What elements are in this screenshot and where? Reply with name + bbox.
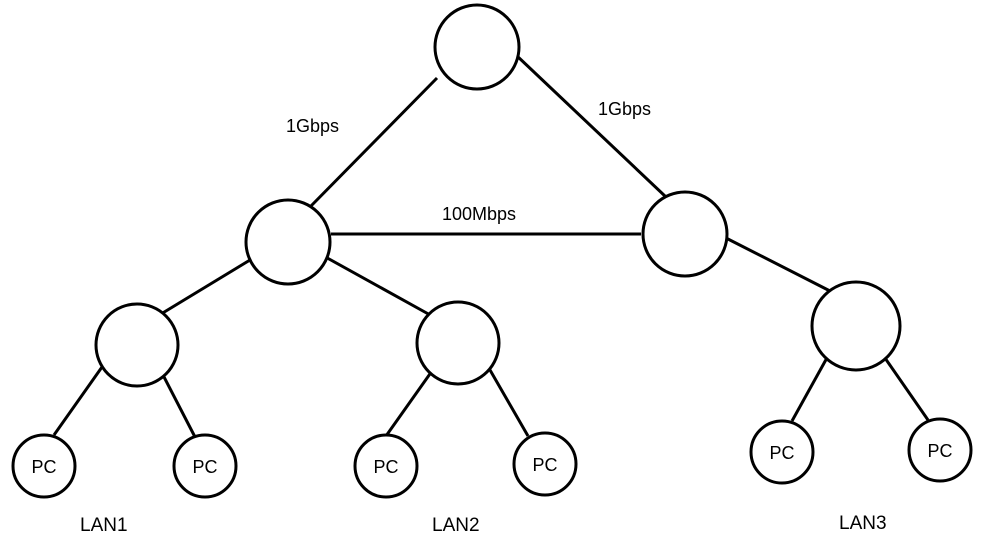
pc-label: PC [927, 441, 952, 461]
link-speed-top-right: 1Gbps [598, 99, 651, 119]
edge-lan3-switch-to-pc5 [790, 355, 830, 422]
edge-lan2-switch-to-pc3 [384, 370, 434, 437]
edge-left-to-lan1-switch [160, 258, 251, 316]
edge-lan3-switch-to-pc6 [883, 357, 930, 421]
pc-label: PC [373, 457, 398, 477]
pc-node: PC [907, 417, 973, 483]
pc-label: PC [532, 455, 557, 475]
pc-label: PC [192, 457, 217, 477]
nodes [94, 3, 902, 388]
lan2-label: LAN2 [432, 515, 480, 536]
pc-node: PC [353, 433, 419, 499]
edge-lan1-switch-to-pc2 [161, 374, 197, 438]
pc-node: PC [749, 419, 815, 485]
lan3-switch-node [810, 280, 902, 372]
pc-label: PC [31, 457, 56, 477]
edge-top-to-right [514, 53, 668, 199]
right-router-node [641, 190, 729, 278]
pc-nodes: PC PC PC PC PC PC [11, 417, 973, 499]
pc-node: PC [512, 431, 578, 497]
pc-node: PC [11, 433, 77, 499]
edge-left-to-lan2-switch [319, 252, 433, 318]
edge-lan2-switch-to-pc4 [488, 369, 530, 437]
lan3-label: LAN3 [839, 513, 887, 534]
pc-label: PC [769, 443, 794, 463]
top-router-node [433, 3, 521, 91]
edges [52, 53, 930, 438]
link-speed-top-left: 1Gbps [286, 116, 339, 136]
link-speed-middle: 100Mbps [442, 204, 516, 224]
edge-top-to-left [307, 76, 439, 210]
lan1-label: LAN1 [80, 515, 128, 536]
left-router-node [244, 198, 332, 286]
pc-node: PC [172, 433, 238, 499]
lan2-switch-node [415, 300, 501, 386]
edge-lan1-switch-to-pc1 [52, 366, 104, 436]
edge-right-to-lan3-switch [723, 235, 833, 294]
lan1-switch-node [94, 302, 180, 388]
